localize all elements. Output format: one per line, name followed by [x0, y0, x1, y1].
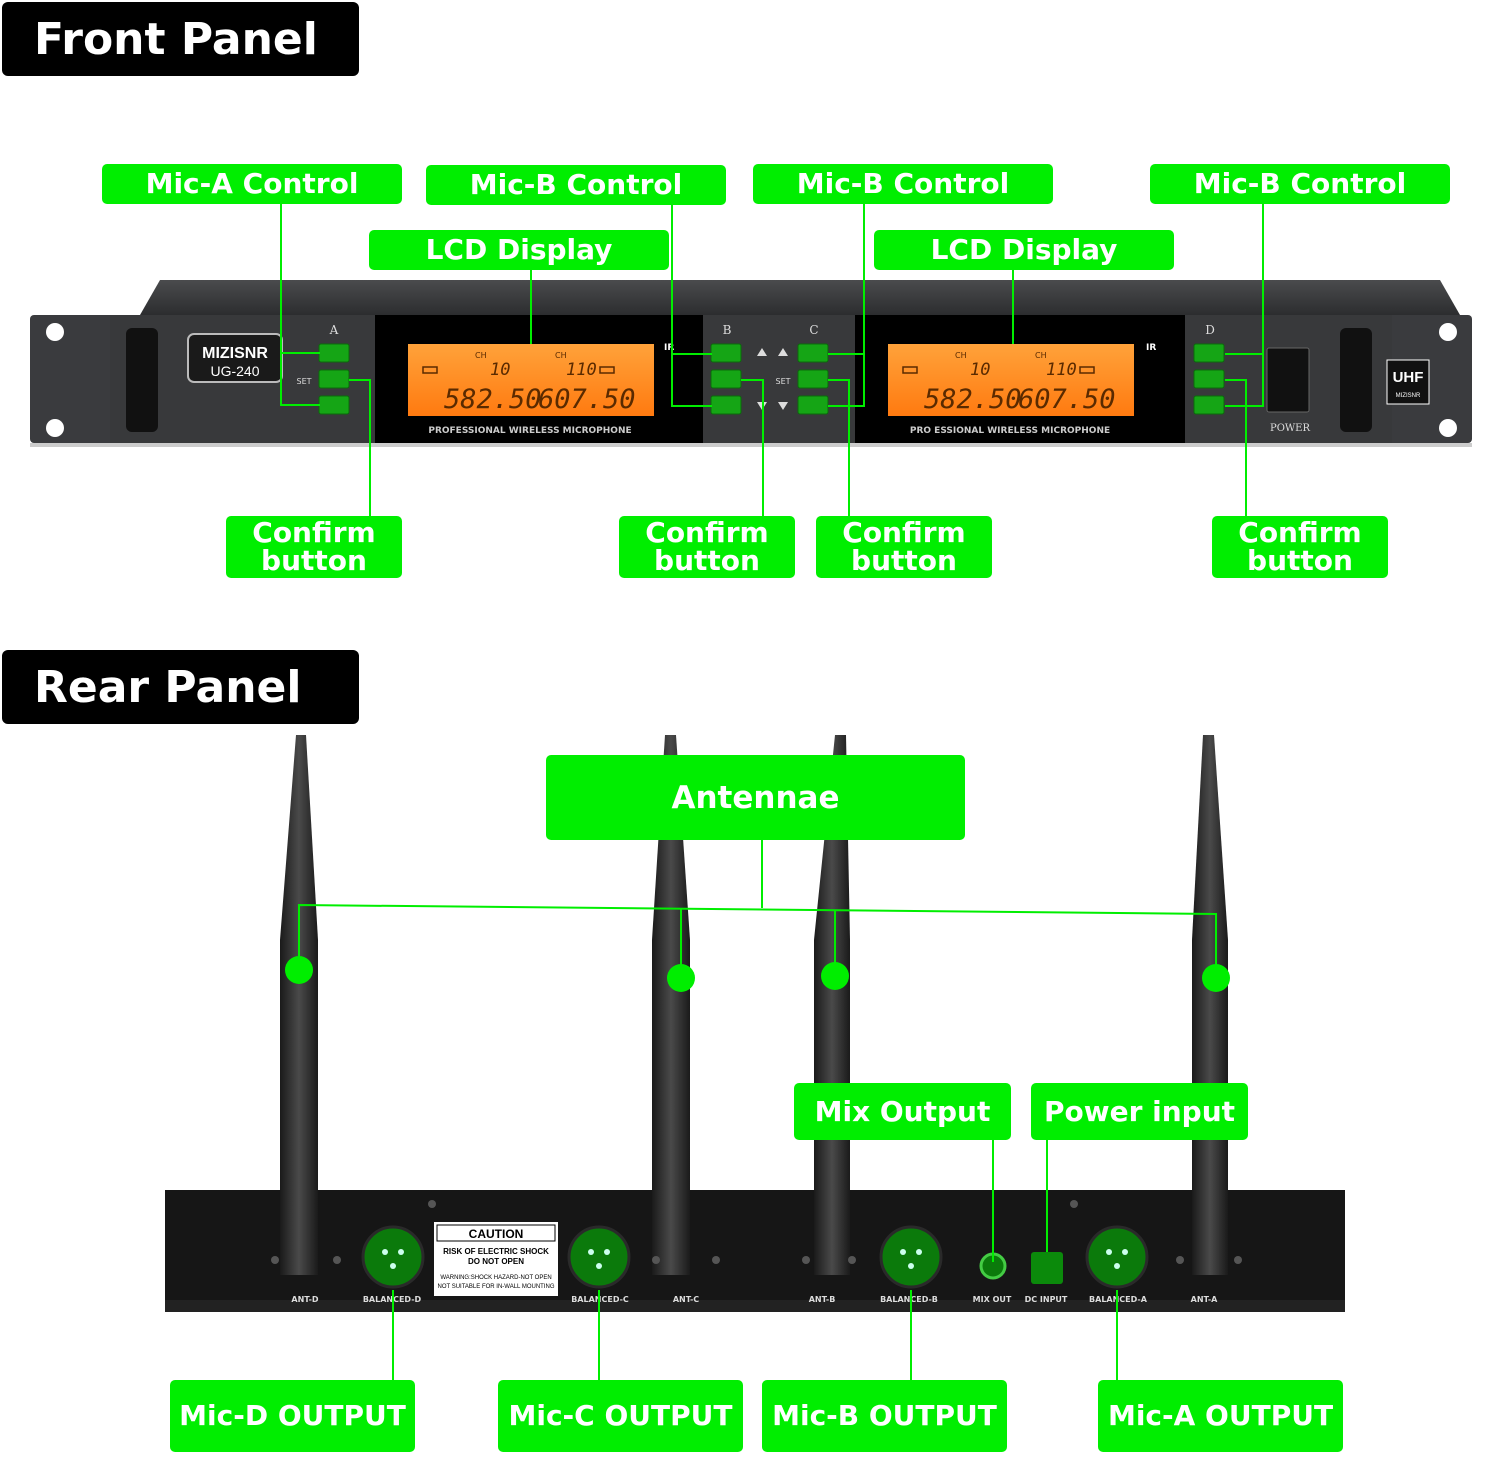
callout-confirm-button-3: Confirm button	[816, 516, 992, 578]
callout-mix-output: Mix Output	[794, 1083, 1011, 1140]
svg-text:DO NOT OPEN: DO NOT OPEN	[468, 1257, 524, 1266]
svg-text:IR: IR	[664, 343, 674, 353]
lcd2-ch-left: 10	[970, 360, 990, 380]
svg-text:ANT-B: ANT-B	[809, 1295, 836, 1304]
model-label: UG-240	[210, 363, 259, 379]
front-panel-title: Front Panel	[2, 2, 359, 76]
svg-text:CAUTION: CAUTION	[469, 1227, 524, 1241]
svg-text:POWER: POWER	[1270, 423, 1311, 434]
antenna-b-marker	[821, 962, 849, 990]
antenna-d-marker	[285, 956, 313, 984]
lcd2-ch-right: 110	[1046, 360, 1077, 380]
callout-mic-b-output: Mic-B OUTPUT	[762, 1380, 1007, 1452]
svg-text:SET: SET	[296, 377, 311, 386]
antenna-c	[652, 735, 690, 1275]
svg-text:BALANCED-B: BALANCED-B	[880, 1295, 938, 1304]
svg-text:MIX OUT: MIX OUT	[973, 1295, 1012, 1304]
lcd1-caption: PROFESSIONAL WIRELESS MICROPHONE	[428, 426, 631, 436]
svg-text:CH: CH	[555, 351, 567, 360]
callout-confirm-button-4: Confirm button	[1212, 516, 1388, 578]
lcd2-freq-right: 607.50	[1018, 384, 1116, 415]
callout-lcd-display-1: LCD Display	[369, 230, 669, 270]
callout-mic-b-control-2: Mic-B Control	[753, 164, 1053, 204]
callout-antennae: Antennae	[546, 755, 965, 840]
callout-mic-c-output: Mic-C OUTPUT	[498, 1380, 743, 1452]
callout-lcd-display-2: LCD Display	[874, 230, 1174, 270]
svg-text:BALANCED-C: BALANCED-C	[571, 1295, 629, 1304]
lcd2-freq-left: 582.50	[924, 384, 1022, 415]
brand-label: MIZISNR	[202, 345, 268, 362]
callout-mic-b-control-3: Mic-B Control	[1150, 164, 1450, 204]
callout-confirm-button-2: Confirm button	[619, 516, 795, 578]
svg-text:MIZISNR: MIZISNR	[1396, 393, 1421, 399]
callout-power-input: Power input	[1031, 1083, 1248, 1140]
svg-text:CH: CH	[955, 351, 967, 360]
svg-text:RISK OF ELECTRIC SHOCK: RISK OF ELECTRIC SHOCK	[443, 1247, 549, 1256]
antenna-a-marker	[1202, 964, 1230, 992]
svg-text:C: C	[809, 323, 818, 337]
svg-text:CH: CH	[475, 351, 487, 360]
callout-confirm-button-1: Confirm button	[226, 516, 402, 578]
lcd1-ch-left: 10	[490, 360, 510, 380]
svg-text:D: D	[1205, 323, 1215, 337]
callout-mic-d-output: Mic-D OUTPUT	[170, 1380, 415, 1452]
svg-text:IR: IR	[1146, 343, 1156, 353]
lcd2-caption: PRO ESSIONAL WIRELESS MICROPHONE	[910, 426, 1110, 436]
lcd1-freq-left: 582.50	[444, 384, 542, 415]
svg-text:UHF: UHF	[1393, 369, 1424, 386]
callout-mic-a-control: Mic-A Control	[102, 164, 402, 204]
svg-text:BALANCED-A: BALANCED-A	[1089, 1295, 1148, 1304]
svg-text:B: B	[723, 323, 732, 337]
svg-text:CH: CH	[1035, 351, 1047, 360]
callout-mic-a-output: Mic-A OUTPUT	[1098, 1380, 1343, 1452]
svg-text:ANT-A: ANT-A	[1191, 1295, 1218, 1304]
lcd1-ch-right: 110	[566, 360, 597, 380]
antenna-b	[814, 735, 850, 1275]
svg-text:NOT SUITABLE FOR IN-WALL MOUNT: NOT SUITABLE FOR IN-WALL MOUNTING	[437, 1284, 554, 1290]
antenna-c-marker	[667, 964, 695, 992]
rear-panel-device: CAUTION RISK OF ELECTRIC SHOCK DO NOT OP…	[165, 735, 1345, 1312]
svg-text:ANT-C: ANT-C	[673, 1295, 699, 1304]
antenna-a	[1192, 735, 1228, 1275]
svg-text:A: A	[329, 323, 339, 337]
antenna-d	[280, 735, 318, 1275]
svg-text:SET: SET	[775, 377, 790, 386]
rear-panel-title: Rear Panel	[2, 650, 359, 724]
callout-mic-b-control-1: Mic-B Control	[426, 165, 726, 205]
svg-text:ANT-D: ANT-D	[291, 1295, 318, 1304]
lcd1-freq-right: 607.50	[538, 384, 636, 415]
svg-text:WARNING:SHOCK HAZARD-NOT OPEN: WARNING:SHOCK HAZARD-NOT OPEN	[440, 1275, 551, 1281]
svg-text:DC INPUT: DC INPUT	[1025, 1295, 1068, 1304]
